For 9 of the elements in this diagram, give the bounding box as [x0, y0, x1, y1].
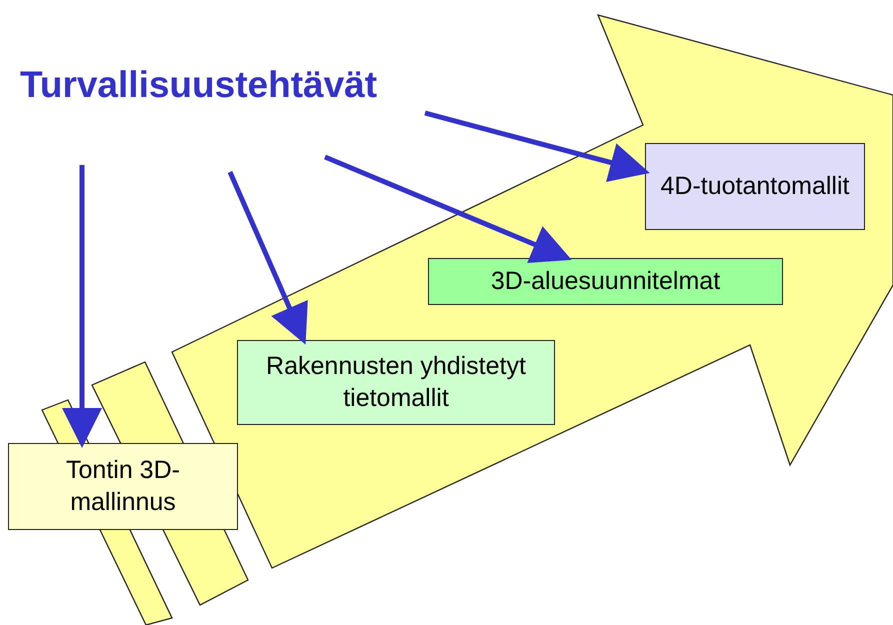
- arrow: [324, 154, 572, 263]
- arrow: [228, 171, 308, 345]
- arrow: [62, 165, 102, 448]
- label-box: Rakennusten yhdistetyt tietomallit: [237, 340, 555, 425]
- label-box: 4D-tuotantomallit: [645, 143, 865, 230]
- label-box: Tontin 3D-mallinnus: [8, 443, 238, 530]
- arrow: [424, 110, 650, 182]
- label-box: 3D-aluesuunnitelmat: [428, 258, 783, 305]
- title: Turvallisuustehtävät: [20, 64, 378, 106]
